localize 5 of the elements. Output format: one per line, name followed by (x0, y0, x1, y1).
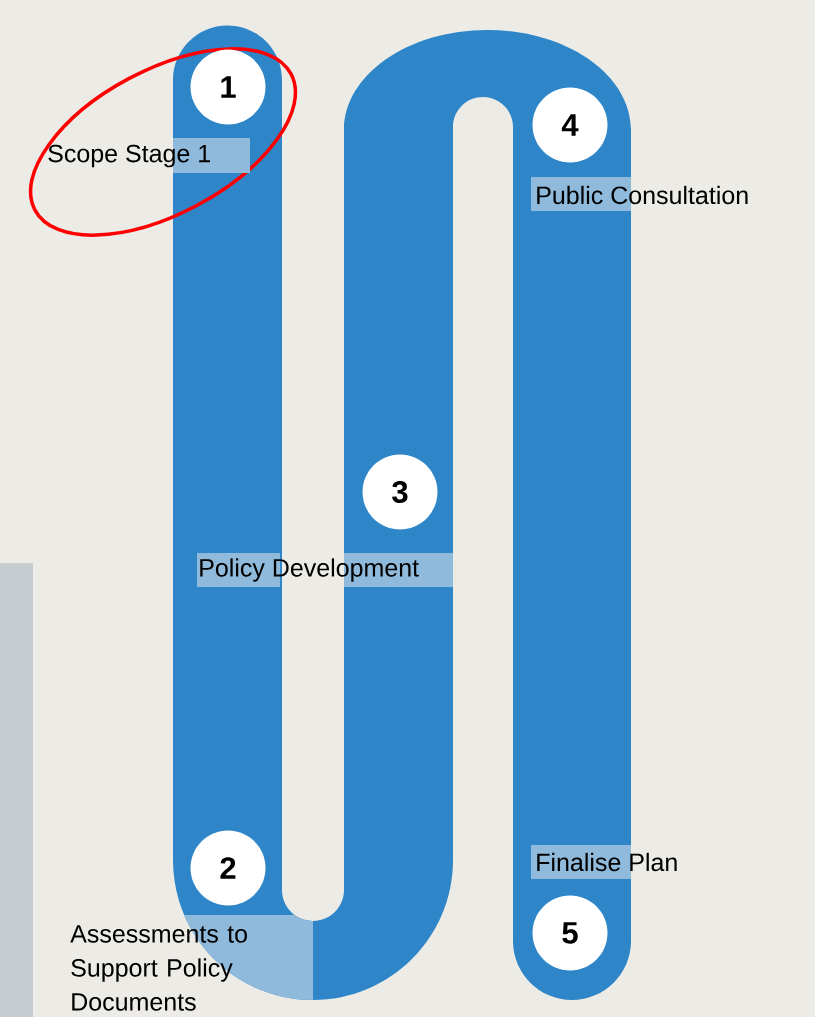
step-label: Assessments to Support Policy Documents (70, 915, 313, 1011)
step-label: Public Consultation (531, 177, 748, 211)
step-label: Scope Stage 1 (48, 138, 250, 173)
step-label: Policy Development (197, 553, 453, 587)
step-label: Finalise Plan (531, 845, 677, 879)
